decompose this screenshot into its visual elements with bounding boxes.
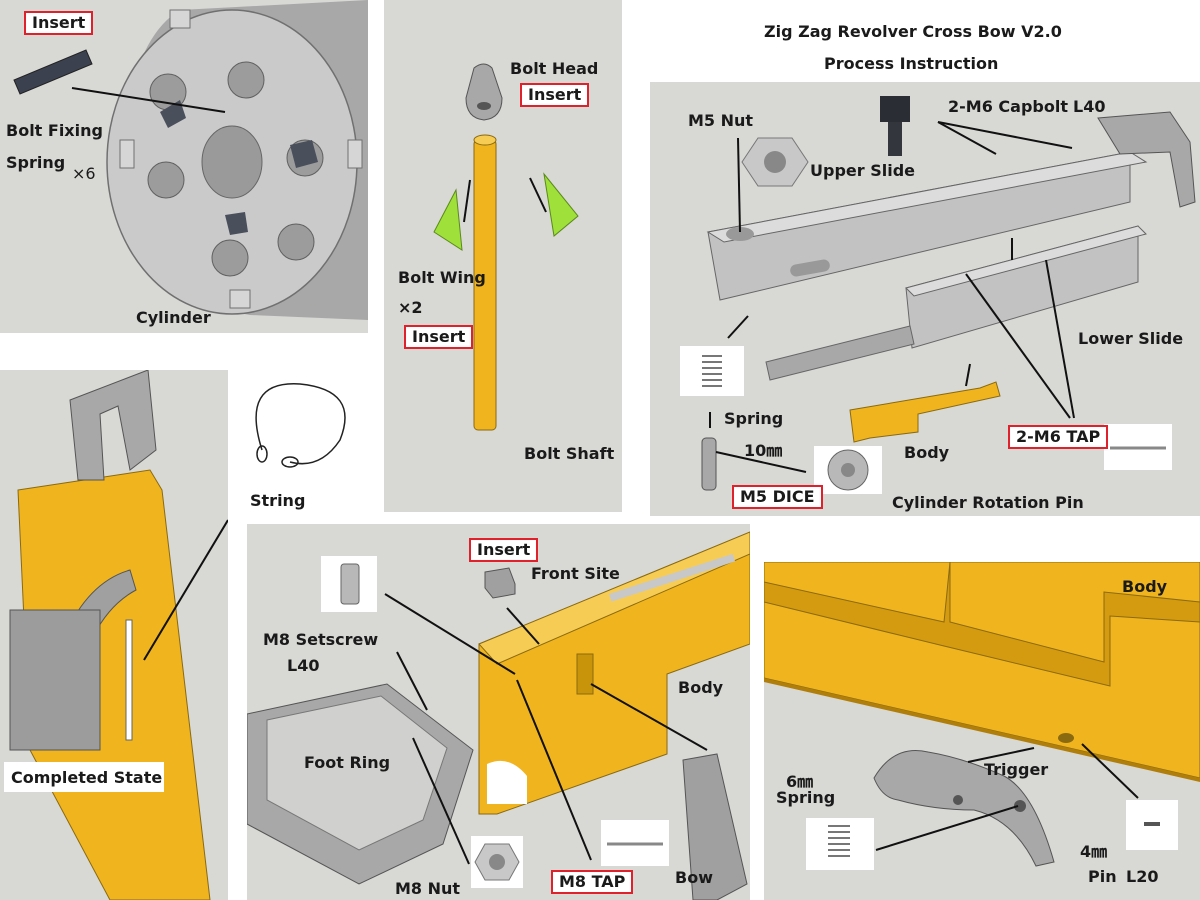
upper-slide-label: Upper Slide — [810, 161, 916, 180]
completed-label-box — [4, 762, 164, 792]
page-title: Zig Zag Revolver Cross Bow V2.0 — [764, 22, 1062, 41]
bolt-head-label: Bolt Head — [510, 59, 599, 78]
front-body-part — [478, 531, 750, 815]
cylinder-panel: Insert Bolt Fixing Spring ×6 Cylinder — [0, 0, 368, 333]
capbolt-label: 2-M6 Capbolt — [948, 97, 1068, 116]
m5-nut-label: M5 Nut — [688, 111, 754, 130]
m5-dice-label: M5 DICE — [732, 485, 823, 509]
insert-label: Insert — [404, 325, 474, 349]
completed-panel — [0, 370, 228, 900]
setscrew-length-label: L40 — [287, 656, 320, 675]
body-label: Body — [904, 443, 950, 462]
spring-label: Spring — [724, 409, 784, 428]
cylinder-illustration — [13, 0, 368, 320]
insert-label: Insert — [24, 11, 94, 35]
spring-part — [702, 355, 722, 387]
pin-label: Pin — [1088, 867, 1117, 886]
bolt-illustration — [433, 63, 579, 431]
spring-label: Spring — [776, 788, 836, 807]
trigger-part — [873, 750, 1055, 867]
front-site-label: Front Site — [531, 564, 620, 583]
insert-label: Insert — [520, 83, 590, 107]
spring-size-label: 6㎜ — [786, 772, 814, 791]
bolt-wing-left — [433, 188, 463, 251]
trigger-illustration — [764, 562, 1200, 870]
pin-length-label: L20 — [1126, 867, 1159, 886]
pin-size-label: 4㎜ — [1080, 842, 1108, 861]
capbolt-length-label: L40 — [1073, 97, 1106, 116]
setscrew-part — [340, 563, 360, 605]
bolt-wing-label: Bolt Wing — [398, 268, 486, 287]
lower-slide-label: Lower Slide — [1078, 329, 1184, 348]
string-part — [255, 383, 346, 465]
string-label: String — [250, 491, 306, 510]
quantity-label: ×6 — [72, 164, 96, 183]
front-panel: Insert Front Site M8 Setscrew L40 Body F… — [247, 524, 750, 900]
bow-label: Bow — [675, 868, 713, 887]
spring-part — [828, 825, 850, 857]
pin-part — [1144, 822, 1160, 826]
trigger-label: Trigger — [984, 760, 1049, 779]
page-subtitle: Process Instruction — [824, 54, 999, 73]
quantity-label: ×2 — [398, 298, 423, 317]
insert-label: Insert — [469, 538, 539, 562]
bow-part — [682, 753, 748, 900]
bolt-fixing-spring-part — [13, 49, 93, 95]
body-label: Body — [678, 678, 724, 697]
capbolt-part — [880, 96, 910, 156]
bolt-wing-right — [543, 172, 579, 237]
body-label: Body — [1122, 577, 1168, 596]
slide-panel: M5 Nut 2-M6 Capbolt L40 Upper Slide Lowe… — [650, 82, 1200, 516]
body-part — [849, 381, 1001, 443]
bolt-shaft-label: Bolt Shaft — [524, 444, 615, 463]
m8-nut-label: M8 Nut — [395, 879, 461, 898]
completed-state-label: Completed State — [11, 768, 163, 787]
slide-illustration — [680, 96, 1196, 494]
bolt-fixing-label: Bolt Fixing — [6, 121, 103, 140]
m6-tap-label: 2-M6 TAP — [1008, 425, 1109, 449]
front-site-part — [484, 567, 516, 599]
cylinder-center-hole — [201, 125, 263, 199]
bolt-panel: Bolt Head Insert Bolt Wing ×2 Insert Bol… — [384, 0, 622, 512]
setscrew-label: M8 Setscrew — [263, 630, 379, 649]
cylinder-label: Cylinder — [136, 308, 211, 327]
m8-tap-label: M8 TAP — [551, 870, 634, 894]
front-illustration — [247, 531, 750, 900]
spring-label: Spring — [6, 153, 66, 172]
rotation-pin-label: Cylinder Rotation Pin — [892, 493, 1084, 512]
bolt-head-part — [465, 63, 503, 121]
completed-illustration — [9, 370, 228, 900]
foot-ring-label: Foot Ring — [304, 753, 391, 772]
spring-length-label: 10㎜ — [744, 441, 783, 460]
rotation-pin-part — [701, 437, 717, 491]
trigger-panel: Body Trigger 6㎜ Spring 4㎜ Pin L20 — [764, 562, 1200, 900]
